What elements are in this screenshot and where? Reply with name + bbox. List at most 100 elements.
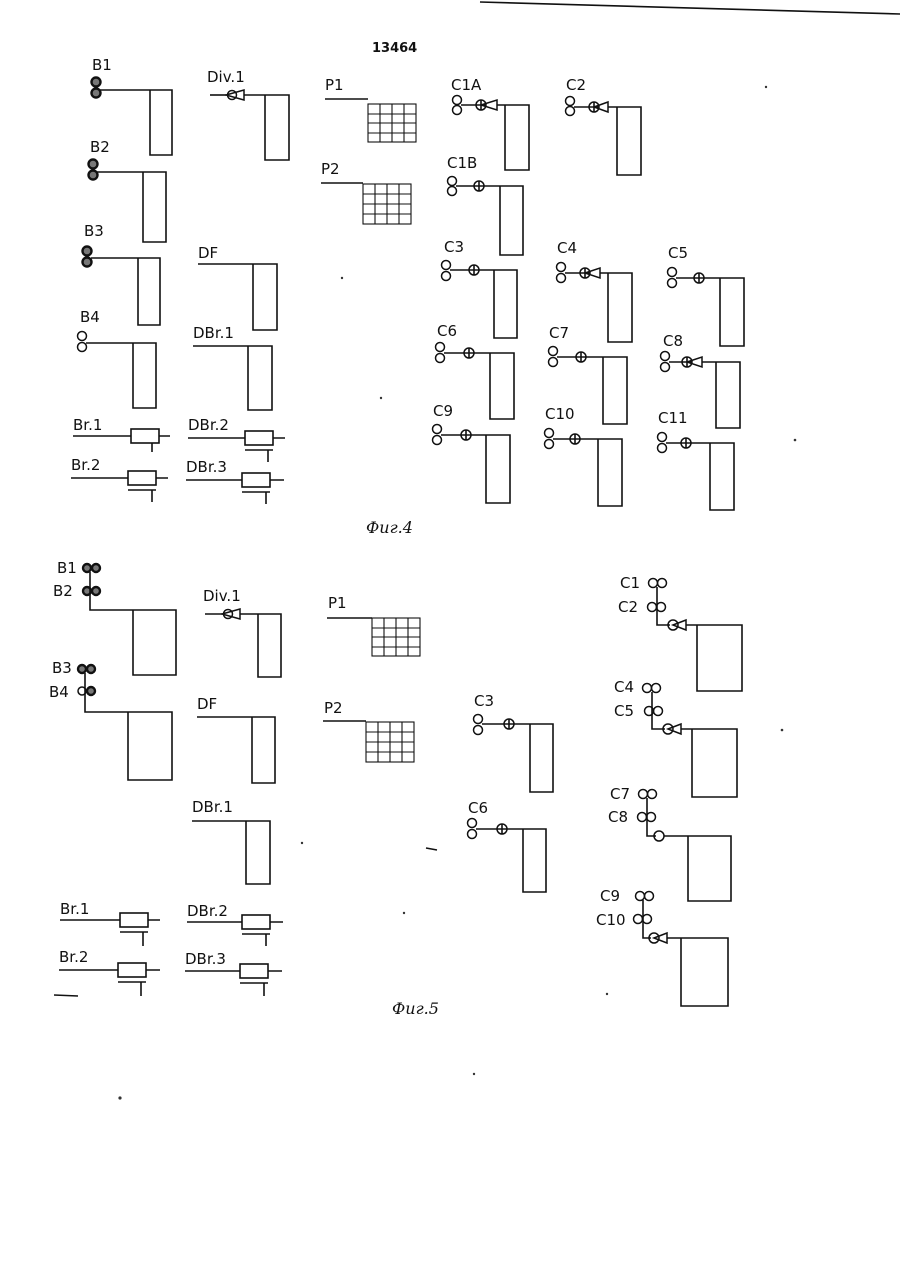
delivery-line bbox=[681, 729, 737, 797]
bobbin-icon bbox=[89, 171, 98, 180]
can-label: C11 bbox=[658, 409, 688, 427]
bobbin-icon bbox=[566, 97, 575, 106]
breaker-box bbox=[120, 913, 148, 927]
breaker-box bbox=[118, 963, 146, 977]
df-unit: DF bbox=[197, 695, 275, 783]
breaker-unit-br1: Br.1 bbox=[60, 900, 160, 946]
delivery-line bbox=[482, 719, 553, 792]
delivery-line bbox=[197, 717, 275, 783]
can-label: C1 bbox=[620, 574, 640, 592]
scan-edge-line bbox=[480, 2, 900, 14]
divider-unit: Div.1 bbox=[203, 587, 281, 677]
delivery-line bbox=[666, 438, 734, 510]
can-label: C3 bbox=[444, 238, 464, 256]
bobbin-label: B2 bbox=[53, 582, 73, 600]
funnel-icon bbox=[673, 620, 686, 630]
breaker-box bbox=[242, 915, 270, 929]
can-unit-c11: C11 bbox=[658, 409, 735, 510]
bobbin-icon bbox=[652, 684, 661, 693]
bobbin-icon bbox=[453, 106, 462, 115]
bobbin-icon bbox=[648, 790, 657, 799]
bobbin-label: B1 bbox=[57, 559, 77, 577]
bobbin-icon bbox=[83, 564, 91, 572]
dbr-label: DBr.2 bbox=[187, 902, 228, 920]
can-label: C3 bbox=[474, 692, 494, 710]
bobbin-icon bbox=[661, 352, 670, 361]
breaker-label: Br.2 bbox=[59, 948, 88, 966]
funnel-icon bbox=[668, 724, 681, 734]
dbr-label: DBr.2 bbox=[188, 416, 229, 434]
delivery-line bbox=[450, 265, 517, 338]
can-label: C9 bbox=[433, 402, 453, 420]
delivery-line bbox=[240, 614, 281, 677]
figure-caption: Фиг.4 bbox=[366, 518, 413, 537]
delivery-line bbox=[565, 268, 632, 342]
can-pair-c4-c5: C4 C5 bbox=[614, 678, 737, 797]
panel-grid-lines bbox=[363, 184, 411, 224]
can-label: C10 bbox=[545, 405, 575, 423]
bobbin-icon bbox=[442, 272, 451, 281]
delivery-line bbox=[444, 348, 514, 419]
delivery-line bbox=[90, 572, 176, 675]
breaker-unit-br1: Br.1 bbox=[73, 416, 170, 452]
bobbin-icon bbox=[78, 332, 87, 341]
can-label: C8 bbox=[663, 332, 683, 350]
dbr-label: DBr.3 bbox=[186, 458, 227, 476]
panel-label: P1 bbox=[328, 594, 347, 612]
can-label: C4 bbox=[614, 678, 634, 696]
bobbin-icon bbox=[92, 564, 100, 572]
dbr-label: DBr.3 bbox=[185, 950, 226, 968]
panel-grid-lines bbox=[366, 722, 414, 762]
funnel-icon bbox=[654, 933, 667, 943]
bobbin-icon bbox=[545, 429, 554, 438]
bobbin-label: B4 bbox=[49, 683, 69, 701]
delivery-line bbox=[676, 273, 744, 346]
page-number: 13464 bbox=[372, 41, 417, 56]
can-unit-c6: C6 bbox=[468, 799, 547, 892]
bobbin-icon bbox=[661, 363, 670, 372]
can-label: C8 bbox=[608, 808, 628, 826]
delivery-line bbox=[667, 938, 728, 1006]
delivery-line bbox=[244, 95, 289, 160]
delivery-line bbox=[664, 836, 731, 901]
bobbin-icon bbox=[634, 915, 643, 924]
dbr-label: DBr.1 bbox=[193, 324, 234, 342]
breaker-box bbox=[245, 431, 273, 445]
df-unit: DF bbox=[198, 244, 277, 330]
bobbin-label: B3 bbox=[84, 222, 104, 240]
panel-p1: P1 bbox=[325, 76, 416, 142]
bobbin-icon bbox=[83, 247, 92, 256]
panel-grid-lines bbox=[372, 618, 420, 656]
bobbin-icon bbox=[78, 343, 87, 352]
bobbin-icon bbox=[474, 726, 483, 735]
breaker-box bbox=[131, 429, 159, 443]
bobbin-icon bbox=[557, 274, 566, 283]
dbr2-unit: DBr.2 bbox=[188, 416, 285, 462]
bobbin-icon bbox=[657, 603, 666, 612]
bobbin-icon bbox=[668, 279, 677, 288]
divider-label: Div.1 bbox=[207, 68, 245, 86]
divider-unit: Div.1 bbox=[207, 68, 289, 160]
panel-label: P2 bbox=[324, 699, 343, 717]
bobbin-icon bbox=[557, 263, 566, 272]
can-label: C7 bbox=[610, 785, 630, 803]
dbr1-unit: DBr.1 bbox=[193, 324, 272, 410]
bobbin-label: B4 bbox=[80, 308, 100, 326]
delivery-line bbox=[476, 824, 546, 892]
delivery-line bbox=[441, 430, 510, 503]
can-label: C10 bbox=[596, 911, 626, 929]
condenser-icon bbox=[224, 610, 233, 619]
delivery-line bbox=[97, 172, 166, 242]
bobbin-icon bbox=[648, 603, 657, 612]
panel-p2: P2 bbox=[323, 699, 414, 762]
can-label: C1B bbox=[447, 154, 477, 172]
dbr2-unit: DBr.2 bbox=[187, 902, 283, 946]
bobbin-icon bbox=[654, 707, 663, 716]
can-unit-c2: C2 bbox=[566, 76, 642, 175]
can-label: C5 bbox=[668, 244, 688, 262]
delivery-line bbox=[574, 102, 641, 175]
can-label: C6 bbox=[468, 799, 488, 817]
can-label: C5 bbox=[614, 702, 634, 720]
